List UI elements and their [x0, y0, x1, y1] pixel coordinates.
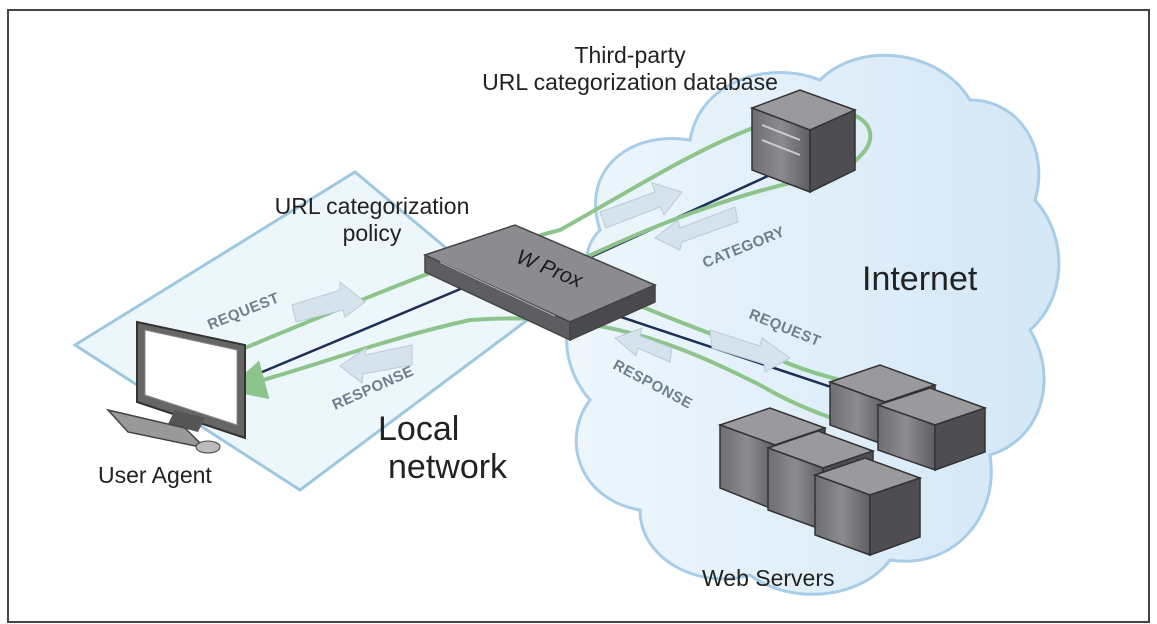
web-server-5 [812, 457, 923, 557]
local-network-label-line2: network [388, 448, 508, 486]
database-label-line2: URL categorization database [482, 69, 778, 95]
internet-label: Internet [862, 260, 978, 298]
local-network-label-line1: Local [378, 410, 460, 448]
user-agent-computer [105, 320, 246, 454]
web-proxy-appliance: W Prox [422, 224, 657, 342]
flow-arrows [291, 182, 791, 384]
web-servers-label: Web Servers [702, 565, 835, 591]
policy-label: URL categorization policy [222, 193, 522, 247]
local-network-label: Local network [378, 410, 507, 486]
web-server-2 [875, 387, 988, 472]
policy-label-line2: policy [342, 220, 402, 246]
user-agent-label: User Agent [98, 462, 212, 488]
policy-label-line1: URL categorization [274, 193, 470, 219]
web-servers-cluster [717, 364, 988, 557]
database-label-line1: Third-party [574, 42, 686, 68]
database-server [749, 89, 858, 194]
database-label: Third-party URL categorization database [395, 42, 865, 96]
